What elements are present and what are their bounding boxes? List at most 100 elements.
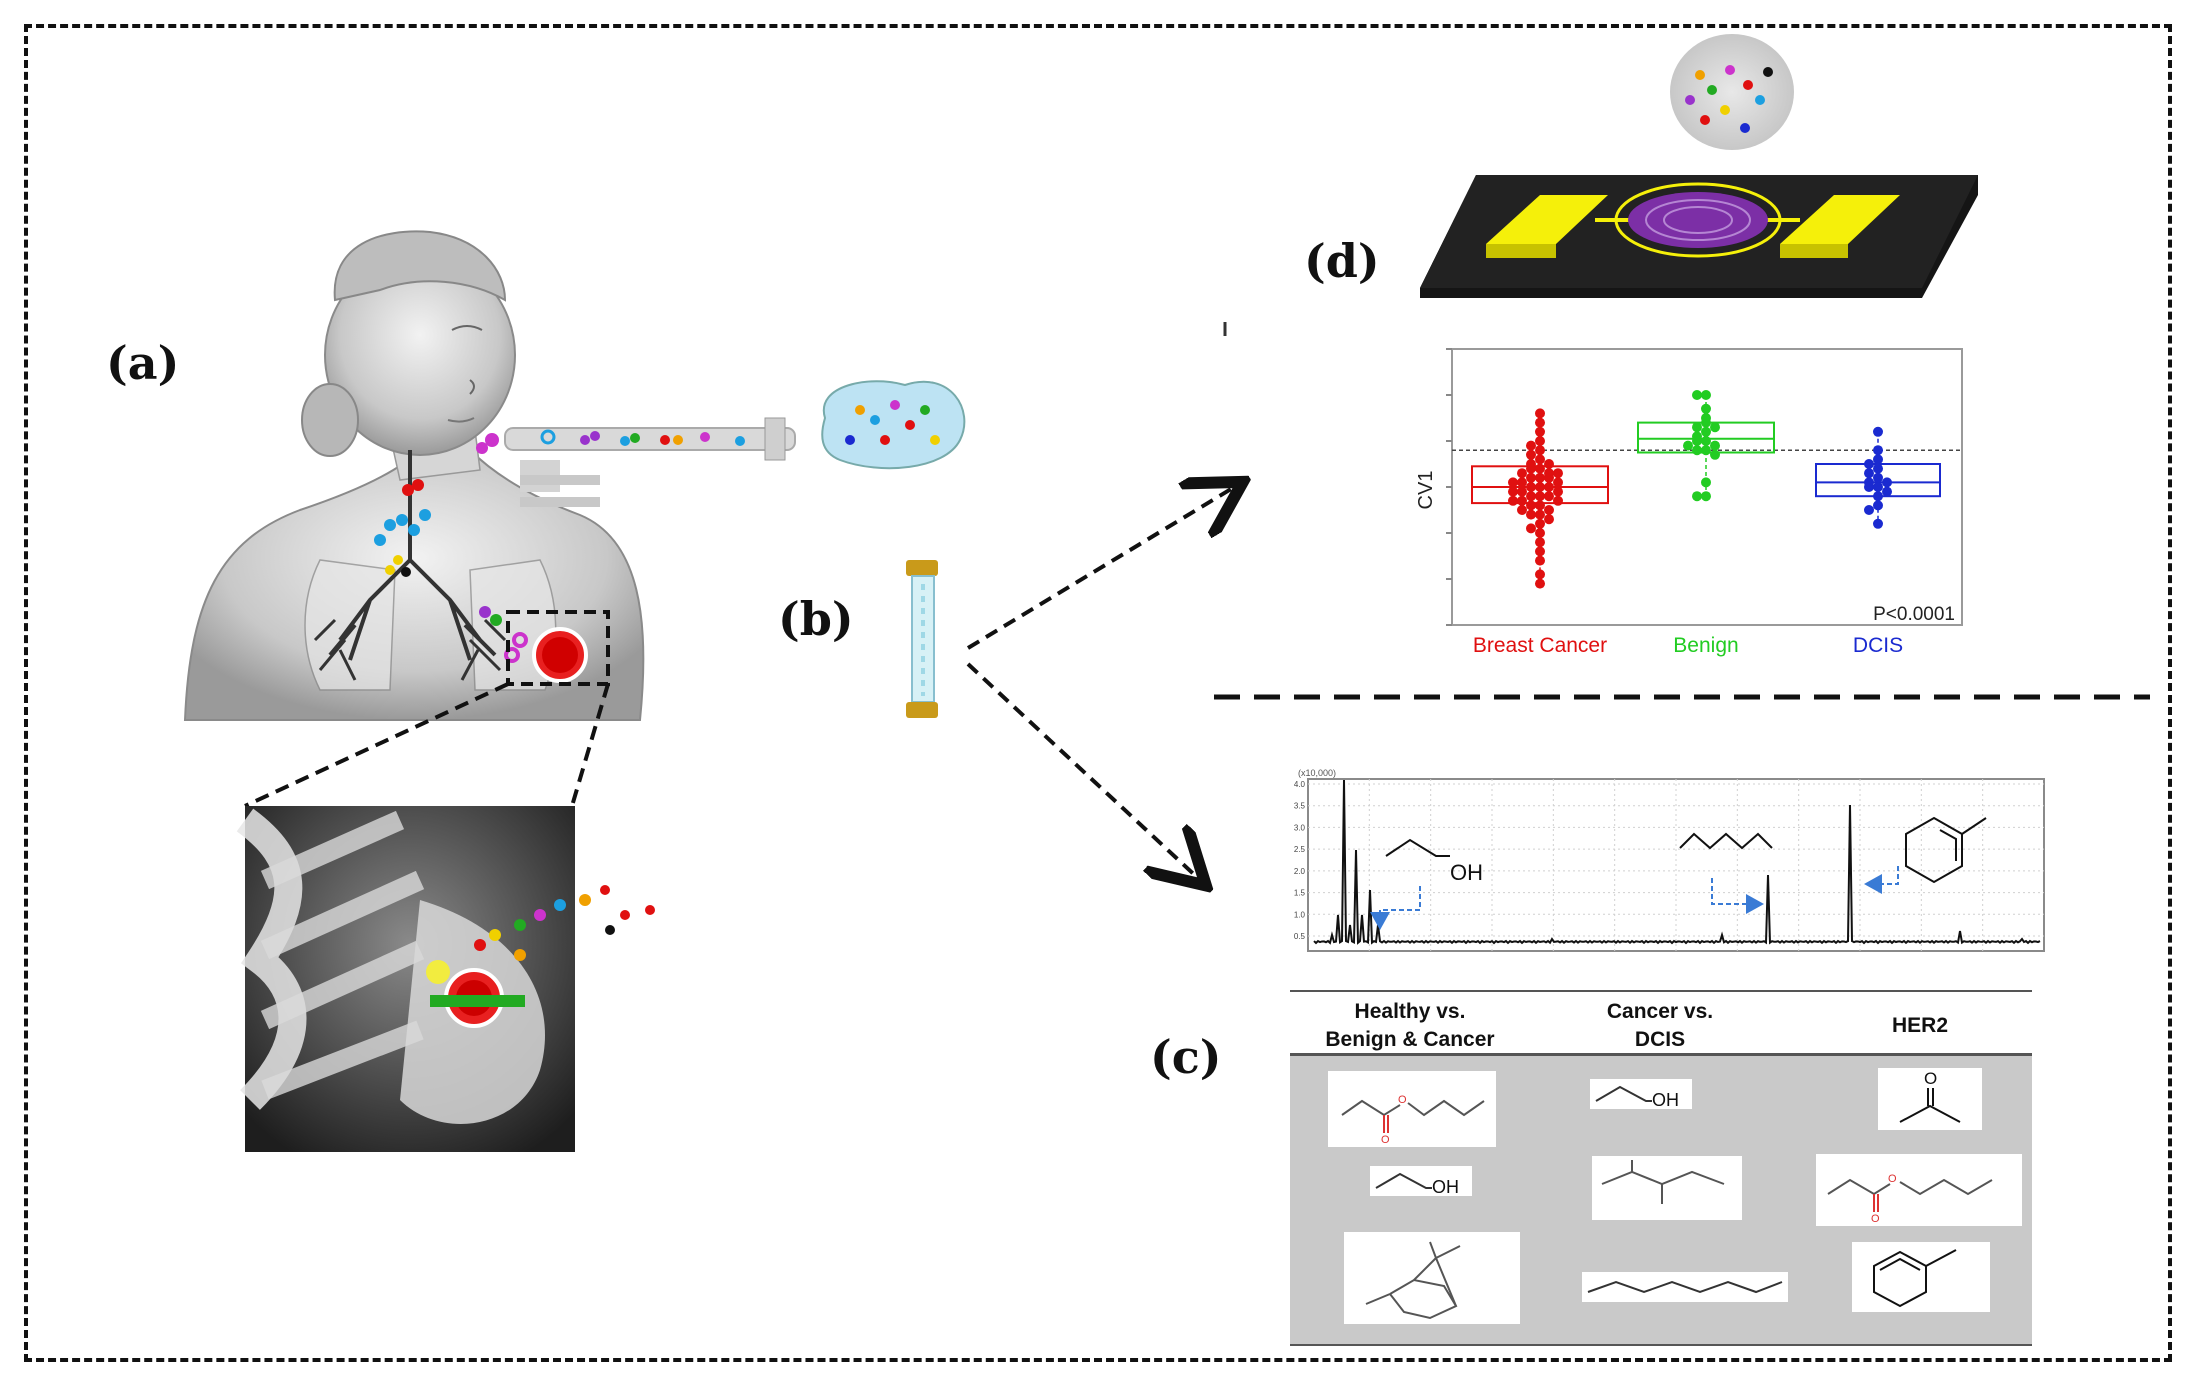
- data-point: [1864, 468, 1874, 479]
- data-point: [1535, 509, 1545, 520]
- header-1-line-1: Healthy vs.: [1354, 1000, 1466, 1023]
- mol-dimethylpentane: [1592, 1156, 1742, 1220]
- data-point: [1535, 578, 1545, 589]
- data-point: [1692, 445, 1702, 456]
- data-point: [1508, 477, 1518, 488]
- data-point: [1873, 445, 1883, 456]
- data-point: [1544, 472, 1554, 483]
- data-point: [1864, 459, 1874, 469]
- toluene-structure: [1905, 816, 1987, 884]
- data-point: [1535, 472, 1545, 483]
- mol-toluene: [1852, 1242, 1990, 1312]
- mol-pinane: [1344, 1232, 1520, 1324]
- data-point: [1526, 440, 1536, 451]
- data-point: [1535, 445, 1545, 456]
- breath-tube: [476, 380, 966, 507]
- data-point: [1526, 509, 1536, 520]
- y-tick-label: 3.5: [1294, 802, 1306, 811]
- toluene-peak-arrow: [1864, 866, 1899, 894]
- data-point: [1701, 417, 1711, 428]
- data-point: [1873, 500, 1883, 511]
- data-point: [1535, 417, 1545, 428]
- data-point: [1535, 555, 1545, 566]
- y-tick-label: 2.0: [1294, 867, 1306, 876]
- data-point: [1535, 528, 1545, 538]
- data-point: [1701, 403, 1711, 414]
- ketone-o-label: O: [1924, 1069, 1937, 1088]
- header-2-line-2: DCIS: [1634, 1028, 1686, 1051]
- data-point: [1701, 436, 1711, 446]
- mol-heptane: [1582, 1272, 1788, 1302]
- y-tick-label: 4.0: [1294, 780, 1306, 789]
- data-point: [1873, 518, 1883, 529]
- data-point: [1544, 459, 1554, 469]
- data-point: [1517, 477, 1527, 488]
- data-point: [1692, 390, 1702, 400]
- arrow-to-d: [966, 486, 1236, 650]
- chromatogram-scale-label: (x10,000): [1298, 768, 1336, 778]
- data-point: [1864, 505, 1874, 515]
- data-point: [1535, 426, 1545, 437]
- p-value-annotation: P<0.0001: [1873, 604, 1955, 625]
- data-point: [1692, 491, 1702, 502]
- data-point: [1710, 449, 1720, 460]
- data-point: [1535, 518, 1545, 529]
- data-point: [1873, 426, 1883, 437]
- sorbent-tube: [906, 560, 938, 718]
- ester-o-label: O: [1398, 1094, 1407, 1106]
- data-point: [1526, 463, 1536, 474]
- category-label-dcis: DCIS: [1852, 634, 1904, 657]
- oh-label: OH: [1432, 1177, 1459, 1196]
- heptane-structure: [1679, 832, 1773, 850]
- data-point: [1526, 472, 1536, 483]
- panel-label-d: (d): [1304, 234, 1380, 288]
- data-point: [1701, 426, 1711, 437]
- table-header: Healthy vs. Benign & Cancer Cancer vs. D…: [1290, 990, 2032, 1056]
- data-point: [1683, 440, 1693, 451]
- data-point: [1508, 495, 1518, 506]
- data-point: [1544, 491, 1554, 502]
- data-point: [1873, 454, 1883, 465]
- data-point: [1535, 537, 1545, 548]
- data-point: [1544, 514, 1554, 525]
- mol-butyl-acrylate-2: O O: [1816, 1154, 2022, 1226]
- data-point: [1535, 454, 1545, 465]
- data-point: [1701, 491, 1711, 502]
- data-point: [1544, 482, 1554, 492]
- outer-dashed-frame: [24, 24, 2172, 1362]
- panel-label-a: (a): [106, 336, 180, 390]
- data-point: [1535, 482, 1545, 492]
- mol-acetone: O: [1878, 1068, 1982, 1130]
- data-point: [1535, 500, 1545, 511]
- data-point: [1535, 408, 1545, 419]
- data-point: [1517, 486, 1527, 497]
- data-point: [1508, 486, 1518, 497]
- data-point: [1701, 390, 1711, 400]
- carbonyl-o-label: O: [1381, 1134, 1390, 1146]
- y-tick-label: 1.5: [1294, 889, 1306, 898]
- data-point: [1553, 495, 1563, 506]
- data-point: [1526, 482, 1536, 492]
- data-point: [1526, 449, 1536, 460]
- arrow-to-c: [966, 662, 1200, 880]
- data-point: [1526, 523, 1536, 534]
- data-point: [1864, 482, 1874, 492]
- oh-label: OH: [1652, 1090, 1679, 1109]
- y-tick-label: 2.5: [1294, 845, 1306, 854]
- mol-butyl-acrylate-1: O O: [1328, 1071, 1496, 1147]
- ethanol-structure: OH: [1385, 838, 1483, 885]
- ethanol-oh-label: OH: [1450, 860, 1483, 885]
- data-point: [1535, 491, 1545, 502]
- data-point: [1526, 491, 1536, 502]
- data-point: [1882, 486, 1892, 497]
- sensor-chip: [1420, 34, 1978, 298]
- heptane-peak-arrow: [1711, 878, 1764, 914]
- data-point: [1517, 495, 1527, 506]
- y-tick-label: 1.0: [1294, 910, 1306, 919]
- panel-label-c: (c): [1150, 1030, 1222, 1084]
- header-cancer-vs-dcis: Cancer vs. DCIS: [1550, 998, 1770, 1054]
- data-point: [1710, 422, 1720, 433]
- data-point: [1535, 546, 1545, 557]
